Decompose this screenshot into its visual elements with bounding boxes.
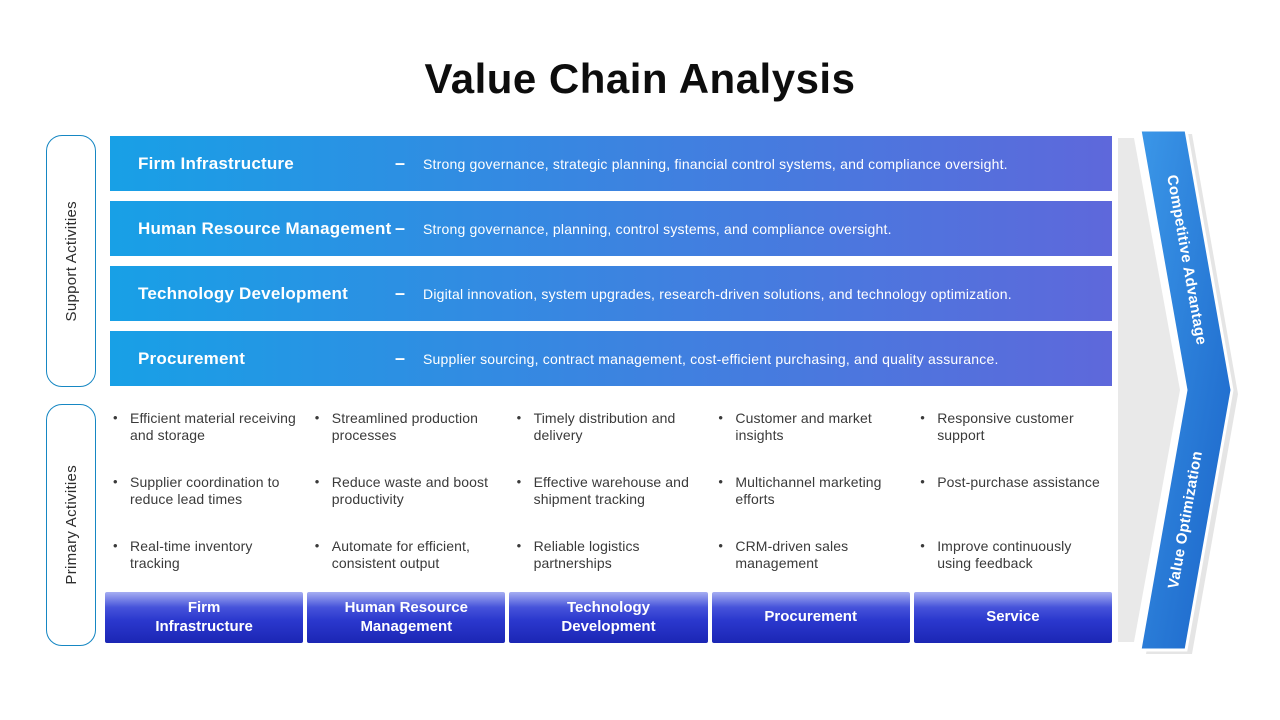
chain-button-procurement: Procurement xyxy=(711,592,910,643)
chain-button-human-resource-management: Human Resource Management xyxy=(307,592,506,643)
list-item: • Supplier coordination to reduce lead t… xyxy=(107,470,307,534)
bullet-text: Post-purchase assistance xyxy=(937,474,1100,490)
bullet-icon: • xyxy=(718,474,723,489)
bullet-text: CRM-driven sales management xyxy=(735,538,849,572)
support-bar-technology-development: Technology Development – Digital innovat… xyxy=(110,266,1112,321)
support-activities-pill: Support Activities xyxy=(46,135,96,387)
bullet-text: Automate for efficient, consistent outpu… xyxy=(331,538,471,572)
bullet-icon: • xyxy=(920,538,925,553)
bar-description: Strong governance, strategic planning, f… xyxy=(423,155,1008,172)
bar-separator: – xyxy=(395,153,406,173)
support-bar-human-resource-management: Human Resource Management – Strong gover… xyxy=(110,201,1112,256)
bar-description: Digital innovation, system upgrades, res… xyxy=(423,285,1012,302)
list-item: • Automate for efficient, consistent out… xyxy=(309,534,509,598)
bullet-text: Customer and market insights xyxy=(735,410,872,444)
bullet-column-firm-infrastructure: • Efficient material receiving and stora… xyxy=(107,406,307,598)
bullet-text: Reliable logistics partnerships xyxy=(533,538,640,572)
bullet-icon: • xyxy=(113,538,118,553)
list-item: • Real-time inventory tracking xyxy=(107,534,307,598)
arrow-gray-body xyxy=(1118,138,1180,642)
list-item: • Reduce waste and boost productivity xyxy=(309,470,509,534)
bullet-text: Efficient material receiving and storage xyxy=(130,410,296,444)
bullet-text: Multichannel marketing efforts xyxy=(735,474,882,508)
bar-description: Strong governance, planning, control sys… xyxy=(423,220,892,237)
bullet-column-human-resource-management: • Streamlined production processes • Red… xyxy=(309,406,509,598)
bullet-icon: • xyxy=(314,410,320,425)
arrow-blue-band xyxy=(1138,130,1234,652)
bullet-text: Reduce waste and boost productivity xyxy=(331,474,489,508)
bottom-buttons-row: Firm Infrastructure Human Resource Manag… xyxy=(105,592,1112,643)
bullet-icon: • xyxy=(113,474,118,489)
chain-button-service: Service xyxy=(913,592,1112,643)
bullet-column-procurement: • Customer and market insights • Multich… xyxy=(712,406,912,598)
bullet-icon: • xyxy=(113,410,118,425)
bar-label: Technology Development xyxy=(138,283,349,303)
bullet-text: Timely distribution and delivery xyxy=(533,410,676,444)
primary-activities-pill: Primary Activities xyxy=(46,404,96,646)
list-item: • Streamlined production processes xyxy=(309,406,509,470)
list-item: • Post-purchase assistance xyxy=(914,470,1114,534)
bar-separator: – xyxy=(395,348,406,368)
list-item: • Efficient material receiving and stora… xyxy=(107,406,307,470)
bar-label: Firm Infrastructure xyxy=(138,153,294,173)
chain-button-technology-development: Technology Development xyxy=(509,592,708,643)
list-item: • Improve continuously using feedback xyxy=(914,534,1114,598)
list-item: • Timely distribution and delivery xyxy=(511,406,711,470)
support-bar-procurement: Procurement – Supplier sourcing, contrac… xyxy=(110,331,1112,386)
bullet-column-service: • Responsive customer support • Post-pur… xyxy=(914,406,1114,598)
bar-separator: – xyxy=(395,218,406,238)
bullet-text: Supplier coordination to reduce lead tim… xyxy=(130,474,280,508)
bullet-icon: • xyxy=(516,410,522,425)
bar-description: Supplier sourcing, contract management, … xyxy=(423,350,999,367)
list-item: • Effective warehouse and shipment track… xyxy=(511,470,711,534)
list-item: • Multichannel marketing efforts xyxy=(712,470,912,534)
bullet-text: Streamlined production processes xyxy=(331,410,478,444)
chain-button-firm-infrastructure: Firm Infrastructure xyxy=(105,592,304,643)
bar-label: Procurement xyxy=(138,348,246,368)
primary-activities-label: Primary Activities xyxy=(62,465,80,585)
bullet-icon: • xyxy=(920,474,925,489)
support-bar-firm-infrastructure: Firm Infrastructure – Strong governance,… xyxy=(110,136,1112,191)
support-bars: Firm Infrastructure – Strong governance,… xyxy=(110,136,1112,396)
list-item: • CRM-driven sales management xyxy=(712,534,912,598)
bullet-icon: • xyxy=(718,538,723,553)
bullet-icon: • xyxy=(920,410,925,425)
bar-separator: – xyxy=(395,283,406,303)
bullet-icon: • xyxy=(516,538,522,553)
bullet-text: Real-time inventory tracking xyxy=(130,538,253,572)
primary-bullets-grid: • Efficient material receiving and stora… xyxy=(107,406,1114,598)
bullet-icon: • xyxy=(516,474,522,489)
bullet-icon: • xyxy=(314,474,320,489)
bullet-column-technology-development: • Timely distribution and delivery • Eff… xyxy=(511,406,711,598)
list-item: • Responsive customer support xyxy=(914,406,1114,470)
bullet-text: Responsive customer support xyxy=(937,410,1074,444)
competitive-advantage-arrow: Competitive Advantage Value Optimization xyxy=(1118,130,1238,654)
bullet-icon: • xyxy=(314,538,320,553)
bar-label: Human Resource Management xyxy=(138,218,392,238)
support-activities-label: Support Activities xyxy=(62,200,80,322)
list-item: • Customer and market insights xyxy=(712,406,912,470)
bullet-text: Effective warehouse and shipment trackin… xyxy=(533,474,689,508)
bullet-icon: • xyxy=(718,410,723,425)
page-title: Value Chain Analysis xyxy=(424,55,856,102)
bullet-text: Improve continuously using feedback xyxy=(937,538,1072,572)
list-item: • Reliable logistics partnerships xyxy=(511,534,711,598)
